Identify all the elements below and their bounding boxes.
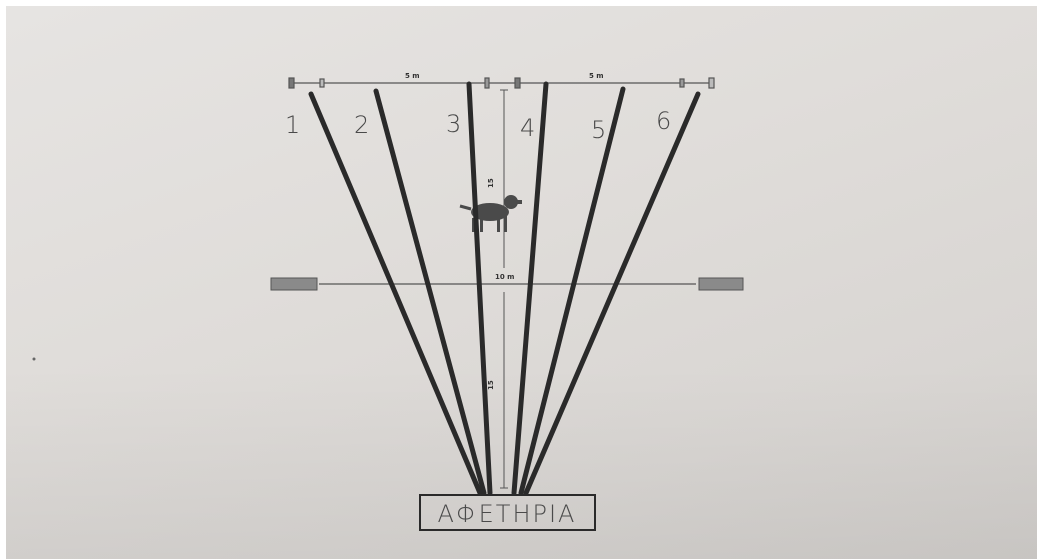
lane-number-2: 2	[354, 111, 369, 139]
paper-speck	[32, 357, 36, 361]
photo-background: 5 m 5 m 15 15 10 m	[6, 6, 1037, 559]
lane-number-5: 5	[591, 116, 606, 144]
dimension-top-left-label: 5 m	[405, 72, 420, 80]
lane-2-line	[373, 88, 487, 496]
lane-5-line	[518, 86, 626, 496]
dimension-mid-label: 10 m	[495, 273, 514, 281]
dimension-vertical-lower-label: 15	[487, 380, 495, 390]
dog-icon	[459, 195, 522, 232]
lane-4-line	[511, 81, 549, 496]
vertical-dimension-line	[500, 89, 508, 489]
middle-dimension-line	[270, 277, 744, 291]
lane-6-line	[523, 91, 701, 496]
dimension-vertical-upper-label: 15	[487, 178, 495, 188]
lanes	[308, 81, 701, 496]
lane-number-4: 4	[520, 114, 535, 142]
lane-3-line	[466, 81, 493, 496]
dimension-top-right-label: 5 m	[589, 72, 604, 80]
lane-1-line	[308, 91, 483, 496]
start-box: ΑΦΕΤΗΡΙΑ	[419, 494, 596, 531]
lane-number-6: 6	[656, 107, 671, 135]
top-dimension-line	[288, 77, 715, 89]
lanes-diagram: 5 m 5 m 15 15 10 m	[32, 72, 744, 531]
lane-number-3: 3	[446, 110, 461, 138]
start-label: ΑΦΕΤΗΡΙΑ	[438, 500, 577, 528]
lane-number-1: 1	[285, 111, 300, 139]
